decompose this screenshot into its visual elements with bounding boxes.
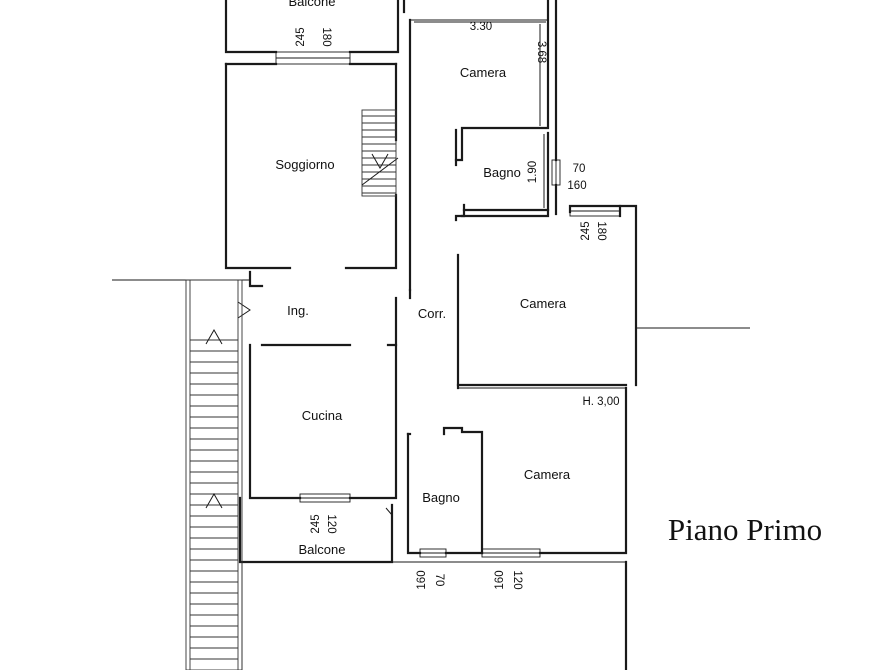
label-camera-bottom: Camera: [524, 467, 571, 482]
ceiling-height-label: H. 3,00: [582, 396, 619, 408]
label-camera-mid: Camera: [520, 296, 567, 311]
dimension-labels: 3.30 3.68 1.90 180 245 70 160 245 180 12…: [295, 21, 607, 590]
label-soggiorno: Soggiorno: [275, 157, 334, 172]
dim-camera-bottom-160: 160: [494, 570, 506, 589]
windows: [275, 51, 621, 558]
dim-bagno-top-depth: 1.90: [527, 161, 539, 183]
label-balcone-top: Balcone: [289, 0, 336, 9]
label-cucina: Cucina: [302, 408, 343, 423]
dim-camera-mid-180: 180: [595, 221, 607, 240]
label-bagno-top: Bagno: [483, 165, 521, 180]
dim-camera-bottom-120: 120: [511, 570, 523, 589]
dim-camera-top-depth: 3.68: [535, 41, 547, 63]
dim-bagno-bottom-160: 160: [416, 570, 428, 589]
label-bagno-bottom: Bagno: [422, 490, 460, 505]
staircase-left: [185, 279, 243, 670]
dim-bagno-top-70: 70: [573, 163, 586, 175]
label-balcone-bottom: Balcone: [299, 542, 346, 557]
dimension-lines: [414, 21, 546, 208]
dim-bagno-bottom-70: 70: [433, 574, 445, 587]
dim-balcone-top-180: 180: [320, 27, 332, 46]
dim-cucina-245: 245: [310, 514, 322, 533]
dim-cucina-120: 120: [325, 514, 337, 533]
dim-bagno-top-160: 160: [567, 180, 586, 192]
dim-camera-top-width: 3.30: [470, 21, 492, 33]
label-camera-top: Camera: [460, 65, 507, 80]
label-ingresso: Ing.: [287, 303, 309, 318]
floor-title: Piano Primo: [668, 512, 822, 547]
staircase-soggiorno: [361, 109, 399, 197]
walls: [112, 0, 750, 670]
dim-camera-mid-245: 245: [580, 221, 592, 240]
label-corridoio: Corr.: [418, 306, 446, 321]
room-labels: Balcone Camera Soggiorno Bagno Camera In…: [275, 0, 571, 557]
dim-balcone-top-245: 245: [295, 27, 307, 46]
